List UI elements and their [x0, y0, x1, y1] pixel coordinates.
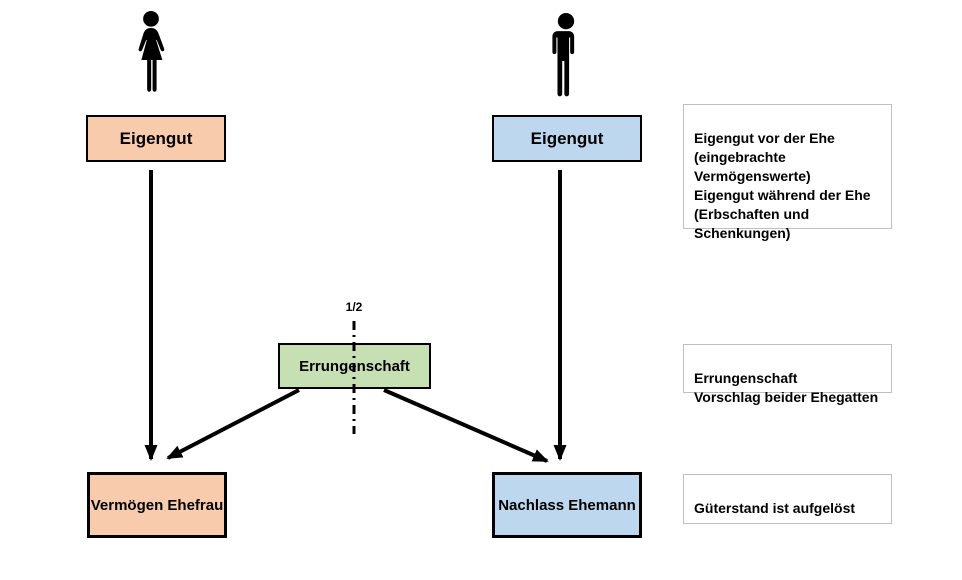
eigengut-wife-box: Eigengut [86, 115, 226, 162]
eigengut-note-box: Eigengut vor der Ehe (eingebrachte Vermö… [683, 104, 892, 241]
eigengut-wife-label: Eigengut [119, 128, 193, 148]
arrow-errungenschaft-to-nachlass [383, 388, 549, 463]
errungenschaft-note-box: Errungenschaft Vorschlag beider Ehegatte… [683, 344, 892, 405]
eigengut-husband-box: Eigengut [492, 115, 642, 162]
vermoegen-ehefrau-label: Vermögen Ehefrau [90, 496, 224, 514]
man-icon [546, 13, 586, 100]
gueterstand-note-text: Güterstand ist aufgelöst [694, 500, 856, 516]
half-share-label: 1/2 [345, 300, 363, 314]
gueterstand-note-box: Güterstand ist aufgelöst [683, 474, 892, 524]
nachlass-ehemann-label: Nachlass Ehemann [498, 496, 636, 514]
vermoegen-ehefrau-box: Vermögen Ehefrau [87, 472, 227, 538]
errungenschaft-box: Errungenschaft [278, 343, 431, 389]
nachlass-ehemann-box: Nachlass Ehemann [492, 472, 642, 538]
errungenschaft-note-text: Errungenschaft Vorschlag beider Ehegatte… [694, 370, 879, 405]
errungenschaft-label: Errungenschaft [299, 357, 410, 375]
eigengut-husband-label: Eigengut [530, 128, 604, 148]
arrow-errungenschaft-to-vermoegen [166, 388, 300, 460]
eigengut-note-text: Eigengut vor der Ehe (eingebrachte Vermö… [694, 130, 871, 241]
woman-icon [130, 10, 172, 95]
